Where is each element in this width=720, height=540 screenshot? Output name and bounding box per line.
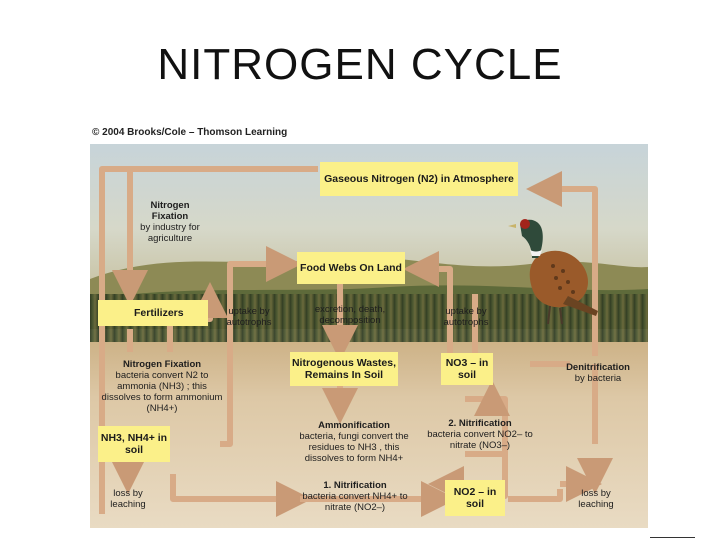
nitrification2-label: 2. Nitrification bacteria convert NO2– t… [420,418,540,451]
food-webs-box: Food Webs On Land [297,252,405,284]
arrow-icon [170,474,312,517]
denitrification-label: Denitrification by bacteria [554,362,642,384]
industry-fixation-label: Nitrogen Fixation by industry for agricu… [136,200,204,244]
ammonification-desc: bacteria, fungi convert the residues to … [299,431,409,464]
arrow-icon [99,166,170,514]
leaching-left-label: loss by leaching [110,488,146,510]
footer-rule [650,537,695,538]
nitrification1-title: 1. Nitrification [323,480,387,491]
excretion-label: excretion, death, decomposition [314,304,386,326]
industry-fixation-title: Nitrogen Fixation [150,200,190,222]
ammonification-label: Ammonification bacteria, fungi convert t… [293,420,415,464]
copyright-notice: © 2004 Brooks/Cole – Thomson Learning [92,127,288,138]
nitrification1-desc: bacteria convert NH4+ to nitrate (NO2–) [302,491,408,513]
denitrification-desc: by bacteria [574,373,622,384]
nitrification2-desc: bacteria convert NO2– to nitrate (NO3–) [427,429,533,451]
arrow-icon [526,171,598,356]
ammonification-title: Ammonification [318,420,390,431]
nitrogen-fixation-title: Nitrogen Fixation [122,359,202,370]
uptake-left-label: uptake by autotrophs [226,306,272,328]
gaseous-nitrogen-box: Gaseous Nitrogen (N2) in Atmosphere [320,162,518,196]
arrow-icon [403,251,453,354]
uptake-right-label: uptake by autotrophs [443,306,489,328]
arrow-icon [220,246,302,447]
pheasant-illustration [508,219,598,325]
fertilizers-box: Fertilizers [98,300,208,326]
arrow-icon [508,489,563,502]
nitrogen-cycle-diagram: Gaseous Nitrogen (N2) in Atmosphere Food… [90,144,648,528]
denitrification-title: Denitrification [566,362,630,373]
no3-soil-box: NO3 – in soil [441,353,493,385]
nitrogen-fixation-label: Nitrogen Fixation bacteria convert N2 to… [98,359,226,414]
nitrification1-label: 1. Nitrification bacteria convert NH4+ t… [300,480,410,513]
nitrification2-title: 2. Nitrification [448,418,512,429]
page-title: NITROGEN CYCLE [157,40,563,89]
industry-fixation-desc: by industry for agriculture [140,222,200,244]
nitrogenous-wastes-box: Nitrogenous Wastes, Remains In Soil [290,352,398,386]
leaching-right-label: loss by leaching [578,488,614,510]
nitrogen-fixation-desc: bacteria convert N2 to ammonia (NH3) ; t… [101,370,223,414]
nh3-nh4-soil-box: NH3, NH4+ in soil [98,426,170,462]
no2-soil-box: NO2 – in soil [445,480,505,516]
